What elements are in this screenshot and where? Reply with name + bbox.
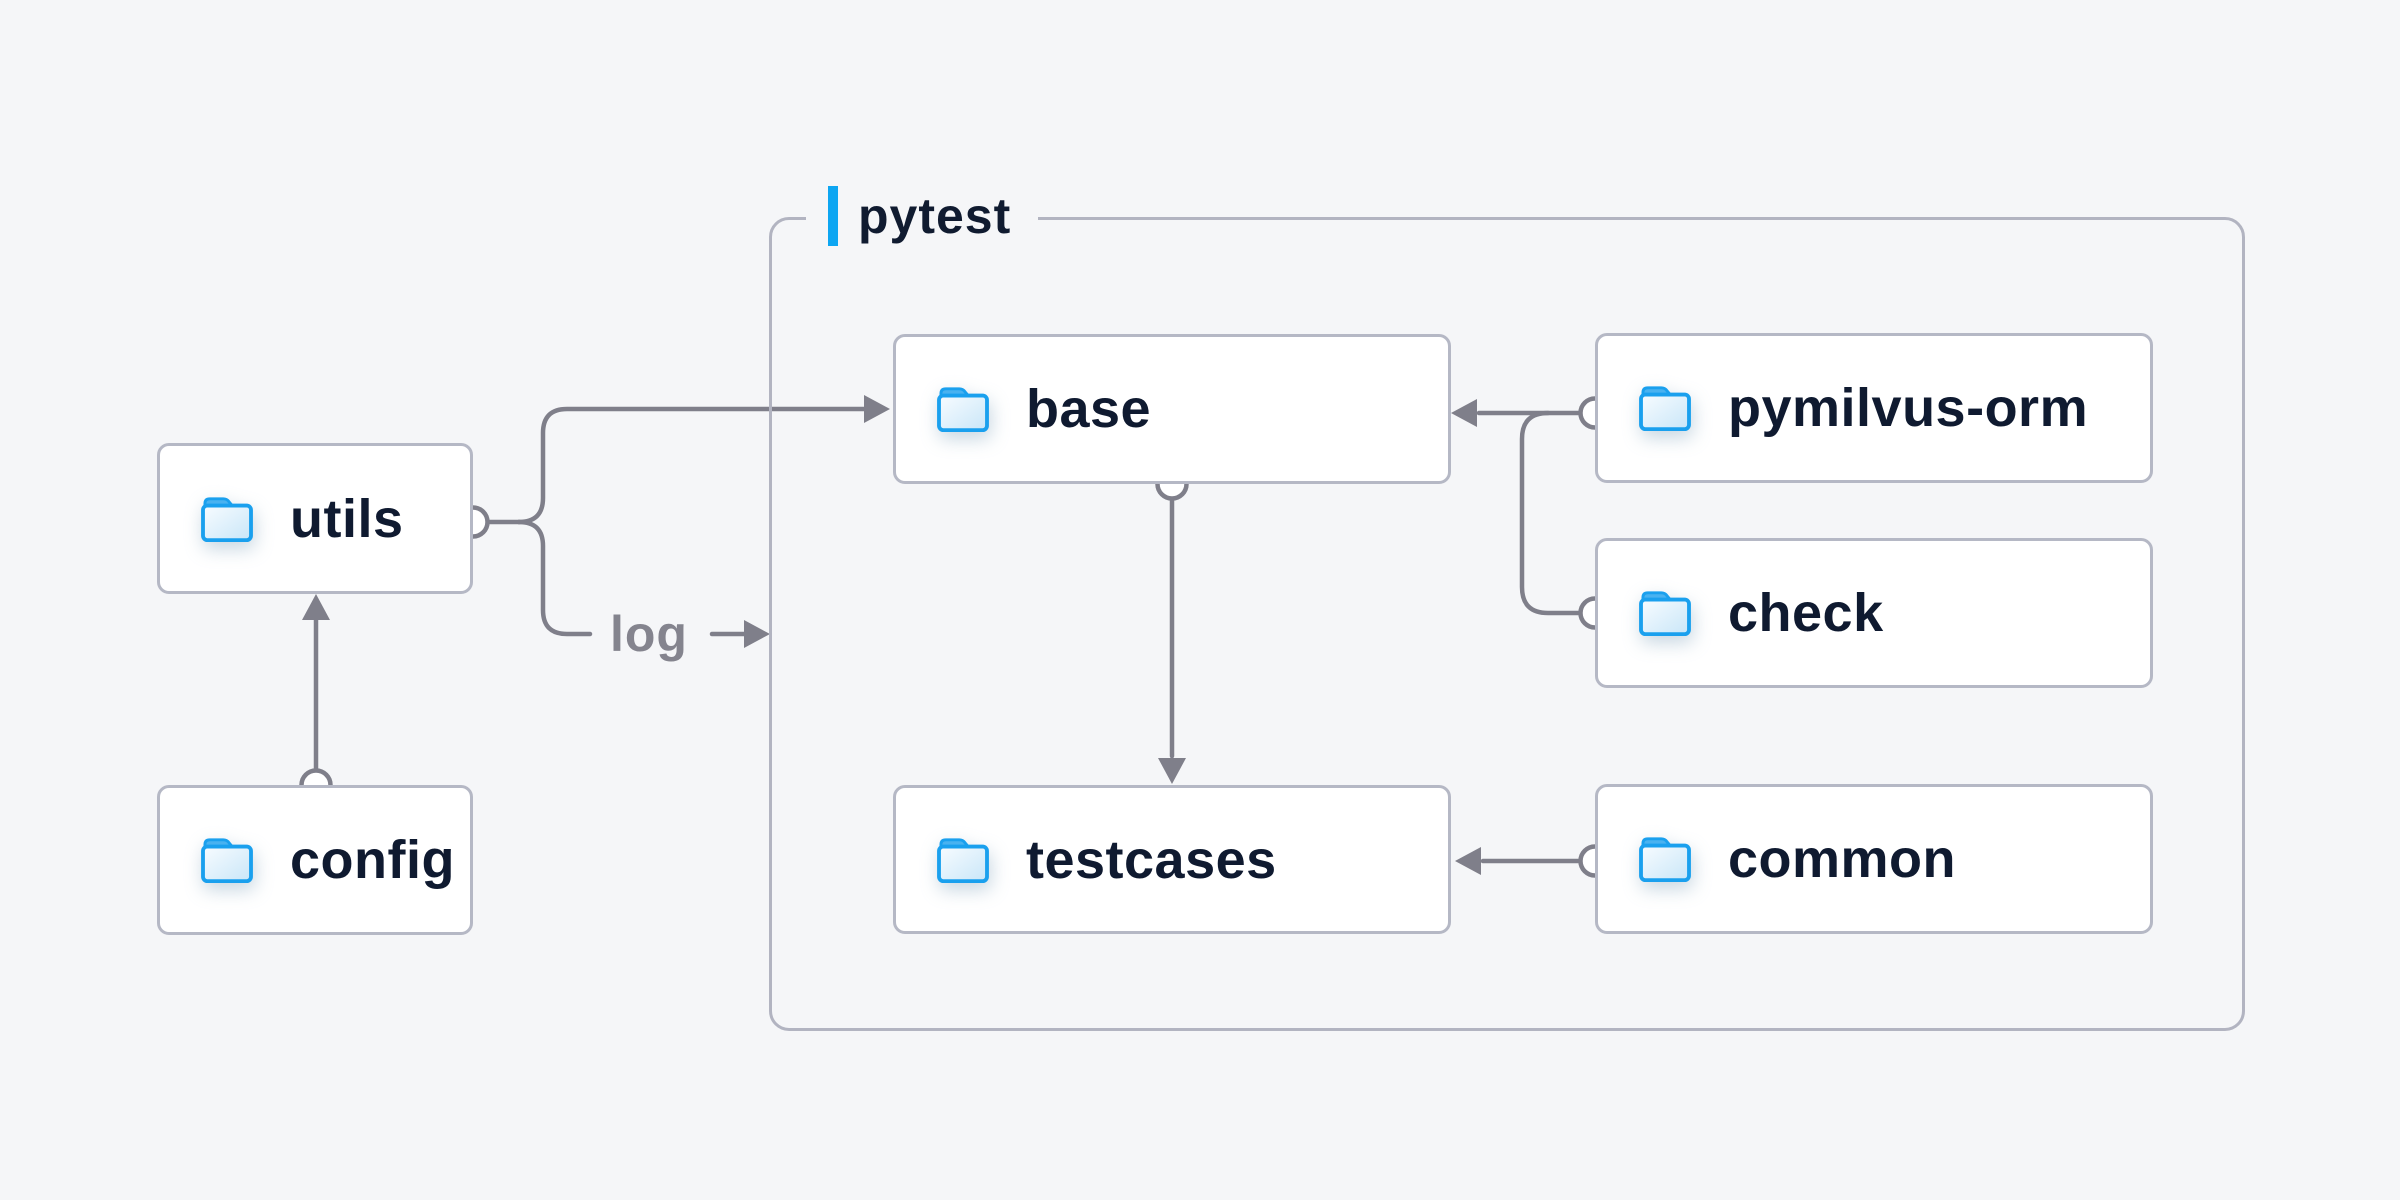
folder-icon: [1639, 837, 1691, 883]
folder-icon: [201, 838, 253, 884]
folder-icon: [1639, 386, 1691, 432]
node-label: pymilvus-orm: [1728, 378, 2089, 438]
node-config: config: [157, 785, 473, 935]
node-label: testcases: [1026, 829, 1277, 890]
node-label: config: [290, 830, 455, 890]
node-label: base: [1026, 379, 1152, 439]
node-check: check: [1595, 538, 2153, 688]
node-utils: utils: [157, 443, 473, 594]
node-pymilvus-orm: pymilvus-orm: [1595, 333, 2153, 483]
node-label: check: [1728, 583, 1884, 643]
node-common: common: [1595, 784, 2153, 934]
folder-icon: [1639, 591, 1691, 637]
edge-label-log: log: [610, 606, 688, 662]
accent-bar: [828, 186, 838, 246]
edge-config-to-utils: [299, 594, 333, 802]
node-testcases: testcases: [893, 785, 1451, 934]
folder-icon: [937, 387, 989, 433]
folder-icon: [937, 837, 989, 883]
folder-icon: [201, 496, 253, 542]
pytest-group-label: pytest: [806, 182, 1038, 250]
node-label: utils: [290, 488, 404, 549]
group-title: pytest: [858, 188, 1012, 244]
pytest-group-frame: [769, 217, 2245, 1031]
node-label: common: [1728, 829, 1957, 889]
node-base: base: [893, 334, 1451, 484]
